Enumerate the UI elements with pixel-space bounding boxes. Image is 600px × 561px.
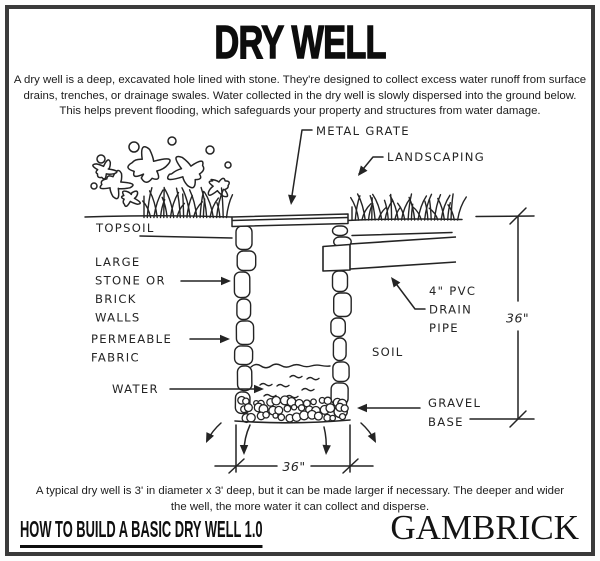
label-soil: SOIL xyxy=(372,345,404,359)
shrub-illustration xyxy=(90,136,232,208)
svg-text:BASE: BASE xyxy=(428,415,464,429)
label-permeable-fabric: PERMEABLE FABRIC xyxy=(91,332,172,365)
stone-wall-right-upper xyxy=(331,225,352,248)
page-title-text: DRY WELL xyxy=(214,16,387,69)
label-water: WATER xyxy=(112,382,159,396)
series-title: HOW TO BUILD A BASIC DRY WELL 1.0 xyxy=(20,517,453,548)
label-topsoil: TOPSOIL xyxy=(95,221,155,235)
svg-text:LARGE: LARGE xyxy=(95,255,141,269)
label-drain-pipe: 4" PVC DRAIN PIPE xyxy=(429,284,476,335)
gravel-illustration xyxy=(237,395,349,424)
note-line: A typical dry well is 3' in diameter x 3… xyxy=(35,485,565,497)
label-gravel-base: GRAVEL BASE xyxy=(428,396,481,429)
svg-text:PIPE: PIPE xyxy=(429,321,459,335)
label-metal-grate: METAL GRATE xyxy=(316,124,410,138)
metal-grate-inner-line xyxy=(231,216,349,222)
svg-text:BRICK: BRICK xyxy=(95,292,137,306)
intro-line: drains, trenches, or drainage swales. Wa… xyxy=(23,89,577,102)
intro-line: This helps prevent flooding, which safeg… xyxy=(59,105,541,118)
poster-border xyxy=(5,5,595,556)
stone-wall-left xyxy=(233,225,257,415)
topsoil-bottom-right xyxy=(351,231,453,237)
depth-dimension xyxy=(469,207,535,428)
page-title: DRY WELL xyxy=(0,16,600,74)
svg-text:FABRIC: FABRIC xyxy=(91,351,140,365)
brand-logo: GAMBRICK xyxy=(390,508,579,547)
svg-text:STONE OR: STONE OR xyxy=(95,274,166,288)
drain-pipe-top-edge xyxy=(349,236,457,245)
series-title-text: HOW TO BUILD A BASIC DRY WELL 1.0 xyxy=(20,517,263,548)
drain-pipe-bottom-edge xyxy=(349,261,457,270)
metal-grate-bar xyxy=(231,213,349,228)
svg-text:PERMEABLE: PERMEABLE xyxy=(91,332,172,346)
label-stone-walls: LARGE STONE OR BRICK WALLS xyxy=(95,255,166,325)
intro-paragraph: A dry well is a deep, excavated hole lin… xyxy=(0,73,600,120)
leader-metal-grate xyxy=(290,129,313,203)
drain-pipe-endcap xyxy=(322,243,351,272)
note-paragraph: A typical dry well is 3' in diameter x 3… xyxy=(0,484,600,515)
gravel-bottom-edge xyxy=(234,419,351,424)
note-line: the well, the more water it can collect … xyxy=(170,500,430,513)
label-landscaping: LANDSCAPING xyxy=(387,150,485,164)
water-illustration xyxy=(250,363,331,399)
label-depth-dimension: 36" xyxy=(506,311,529,326)
leader-drain-pipe xyxy=(393,280,426,310)
arrowheads xyxy=(206,165,401,455)
svg-text:WALLS: WALLS xyxy=(95,311,141,325)
ground-surface-left xyxy=(84,215,233,218)
svg-text:GRAVEL: GRAVEL xyxy=(428,396,481,410)
svg-text:DRAIN: DRAIN xyxy=(429,303,472,317)
label-width-dimension: 36" xyxy=(282,459,305,474)
width-dimension xyxy=(214,424,374,474)
grass-left xyxy=(142,186,234,219)
svg-text:4" PVC: 4" PVC xyxy=(429,284,476,298)
intro-line: A dry well is a deep, excavated hole lin… xyxy=(13,74,587,86)
stone-wall-right-lower xyxy=(330,270,352,419)
grass-right xyxy=(350,193,467,221)
topsoil-bottom-left xyxy=(139,235,233,239)
